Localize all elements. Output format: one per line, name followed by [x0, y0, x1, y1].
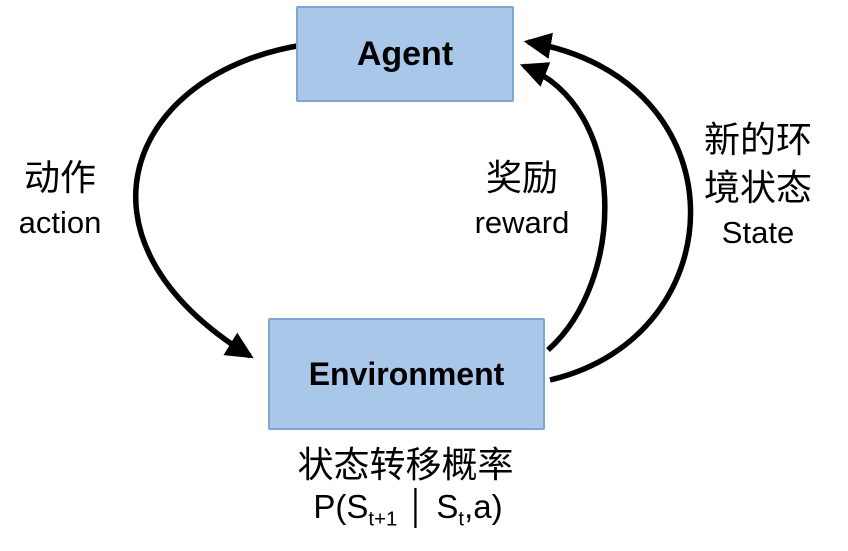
environment-label: Environment [308, 355, 505, 392]
state-label: 新的环 境状态 State [668, 116, 848, 254]
formula-part-2: │ S [397, 488, 459, 525]
state-label-zh-line1: 新的环 [703, 119, 812, 160]
action-label: 动作 action [0, 154, 120, 244]
reward-label-en: reward [474, 205, 570, 240]
state-label-en: State [721, 215, 795, 250]
reward-label: 奖励 reward [446, 154, 598, 244]
reward-label-zh: 奖励 [485, 157, 558, 198]
action-label-en: action [18, 205, 102, 240]
formula-part-1: P(S [313, 488, 369, 525]
action-arrow [133, 42, 304, 359]
agent-label: Agent [356, 34, 454, 73]
environment-box: Environment [268, 318, 545, 430]
formula-part-3: ,a) [464, 488, 503, 525]
agent-box: Agent [296, 6, 514, 102]
transition-formula: P(St+1 │ St,a) [258, 488, 558, 532]
state-label-zh-line2: 境状态 [703, 167, 812, 208]
formula-subscript-t-plus-1: t+1 [368, 507, 398, 531]
action-label-zh: 动作 [23, 157, 96, 198]
state-arrow [523, 32, 694, 383]
transition-probability-label: 状态转移概率 [297, 444, 514, 485]
formula-subscript-t: t [458, 507, 465, 531]
reward-arrow [519, 62, 608, 353]
